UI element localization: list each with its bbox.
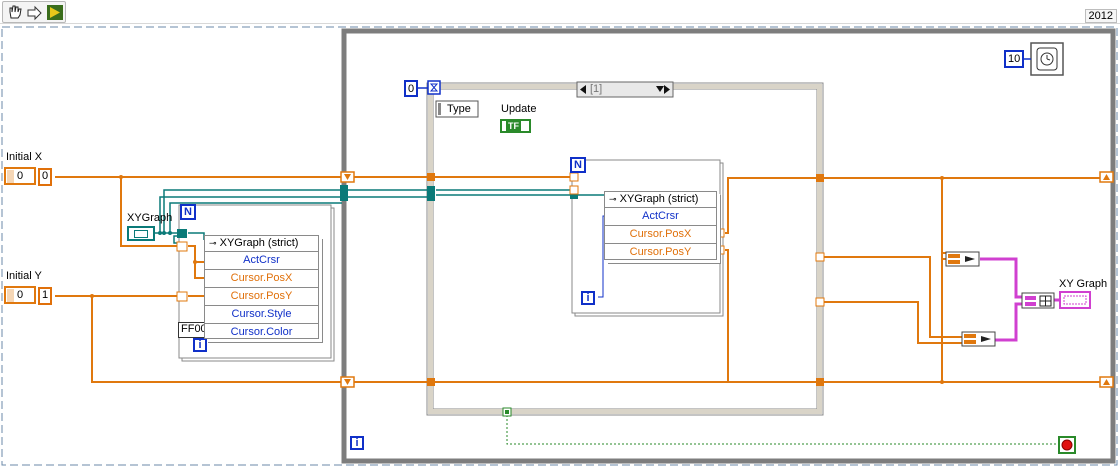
update-boolean-control[interactable]: TF bbox=[500, 119, 531, 133]
highlight-execution-icon[interactable] bbox=[46, 4, 64, 21]
inner-property-actcrsr[interactable]: ActCrsr bbox=[605, 208, 716, 226]
property-node-left[interactable]: ⊸ XYGraph (strict) ActCrsr Cursor.PosX C… bbox=[204, 235, 319, 339]
color-constant-value: FF00 bbox=[181, 323, 207, 335]
toolbar: 2012 bbox=[0, 0, 1120, 24]
xy-graph-terminal bbox=[1059, 291, 1091, 309]
bundle-node-bottom bbox=[961, 331, 996, 347]
inner-property-cursor-posy[interactable]: Cursor.PosY bbox=[629, 246, 692, 258]
inner-property-node-header: ⊸ XYGraph (strict) bbox=[605, 192, 716, 208]
initial-y-value: 0 bbox=[17, 289, 24, 301]
xygraph-ref-label: XYGraph bbox=[127, 212, 173, 224]
event-case-selector bbox=[576, 81, 674, 98]
property-cursor-color[interactable]: Cursor.Color bbox=[230, 326, 293, 338]
for-loop-iteration-terminal: i bbox=[193, 338, 207, 352]
version-label: 2012 bbox=[1084, 9, 1117, 23]
xygraph-ref-control[interactable] bbox=[127, 226, 155, 241]
initial-x-value: 0 bbox=[17, 170, 24, 182]
while-loop-iteration-terminal: i bbox=[350, 436, 364, 450]
build-array-node bbox=[1021, 292, 1055, 309]
while-loop-frame bbox=[341, 28, 1116, 464]
inner-property-node-title: XYGraph (strict) bbox=[619, 193, 699, 205]
event-data-node bbox=[435, 100, 479, 118]
wait-ms-node bbox=[1030, 42, 1064, 76]
hand-tool-icon[interactable] bbox=[7, 4, 23, 20]
property-actcrsr[interactable]: ActCrsr bbox=[205, 252, 318, 270]
event-structure-tunnels bbox=[427, 173, 825, 417]
increment-decrement-icon[interactable] bbox=[7, 170, 14, 183]
key-icon: ⊸ bbox=[209, 238, 217, 248]
toolbar-tools bbox=[2, 1, 66, 23]
initial-x-indicator: 0 bbox=[38, 168, 53, 186]
initial-x-control[interactable]: 0 bbox=[4, 167, 36, 185]
hourglass-icon bbox=[427, 80, 441, 95]
property-cursor-style[interactable]: Cursor.Style bbox=[205, 306, 318, 324]
inner-for-loop-iteration-terminal: i bbox=[581, 291, 595, 305]
stop-wire bbox=[506, 415, 1060, 445]
property-node-inner[interactable]: ⊸ XYGraph (strict) ActCrsr Cursor.PosX C… bbox=[604, 191, 717, 260]
initial-x-label: Initial X bbox=[6, 151, 43, 163]
key-icon: ⊸ bbox=[609, 194, 617, 204]
increment-decrement-icon[interactable] bbox=[7, 289, 14, 302]
property-node-header: ⊸ XYGraph (strict) bbox=[205, 236, 318, 252]
vi-frame bbox=[1, 26, 1118, 466]
initial-y-control[interactable]: 0 bbox=[4, 286, 36, 304]
color-constant[interactable]: FF00 bbox=[178, 322, 208, 338]
property-cursor-posy[interactable]: Cursor.PosY bbox=[205, 288, 318, 306]
property-cursor-posx[interactable]: Cursor.PosX bbox=[205, 270, 318, 288]
property-node-title: XYGraph (strict) bbox=[219, 237, 299, 249]
wait-ms-constant[interactable]: 10 bbox=[1004, 50, 1025, 68]
xy-graph-label: XY Graph bbox=[1059, 278, 1108, 290]
bundle-node-top bbox=[945, 251, 980, 267]
for-loop-count-terminal: N bbox=[180, 204, 196, 220]
event-timeout-constant[interactable]: 0 bbox=[404, 80, 419, 97]
while-loop-tunnels bbox=[340, 171, 1114, 388]
update-label: Update bbox=[501, 103, 537, 115]
inner-for-loop-count-terminal: N bbox=[570, 157, 586, 173]
reference-icon bbox=[134, 230, 148, 238]
event-type-label: Type bbox=[447, 103, 471, 115]
initial-y-label: Initial Y bbox=[6, 270, 42, 282]
initial-y-indicator: 1 bbox=[38, 287, 53, 305]
stop-condition-icon bbox=[1058, 436, 1076, 454]
event-case-label[interactable]: [1] bbox=[590, 83, 603, 95]
arrow-tool-icon[interactable] bbox=[27, 5, 43, 21]
update-boolean-value: TF bbox=[506, 121, 521, 131]
inner-property-cursor-posx[interactable]: Cursor.PosX bbox=[605, 226, 716, 244]
